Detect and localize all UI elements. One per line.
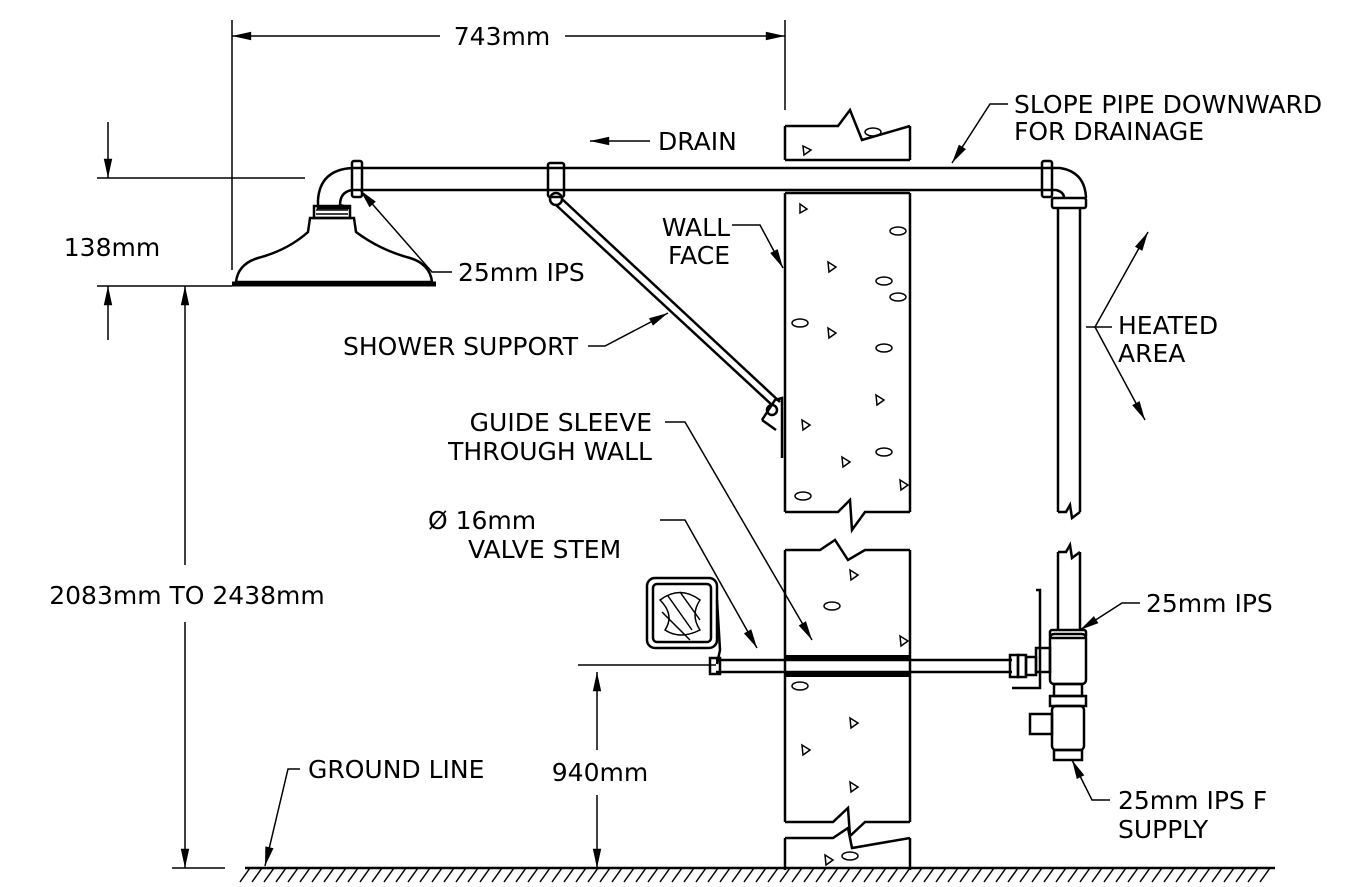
label-guide-2: THROUGH WALL [447,437,652,466]
dim-743: 743mm [454,22,550,51]
overhead-pipe [316,159,1088,630]
label-drain: DRAIN [658,127,737,156]
label-heated-2: AREA [1118,339,1185,368]
dim-138: 138mm [64,233,160,262]
annotations: 743mm 138mm 2083mm TO 2438mm 940mm DRAIN… [49,22,1322,844]
label-slope-1: SLOPE PIPE DOWNWARD [1014,90,1322,119]
label-wall-face-2: FACE [668,241,730,270]
dim-head-height: 2083mm TO 2438mm [49,581,325,610]
label-supply-1: 25mm IPS F [1118,786,1267,815]
shower-head [232,200,436,287]
label-head-ips: 25mm IPS [458,258,585,287]
label-valve-stem-2: VALVE STEM [468,535,621,564]
label-wall-face-1: WALL [662,213,730,242]
label-guide-1: GUIDE SLEEVE [470,408,652,437]
label-slope-2: FOR DRAINAGE [1014,117,1204,146]
ground-hatch [239,866,1275,883]
label-supply-2: SUPPLY [1118,815,1209,844]
dimension-lines [97,20,786,869]
label-ground-line: GROUND LINE [308,755,484,784]
label-shower-support: SHOWER SUPPORT [343,332,579,361]
leader-lines [264,103,1149,867]
label-valve-stem-1: Ø 16mm [428,506,536,535]
shower-support [546,161,784,458]
label-heated-1: HEATED [1118,311,1218,340]
label-valve-ips: 25mm IPS [1146,589,1273,618]
valve-assembly [578,576,1088,762]
wall-section [783,107,912,870]
dim-940: 940mm [552,758,648,787]
